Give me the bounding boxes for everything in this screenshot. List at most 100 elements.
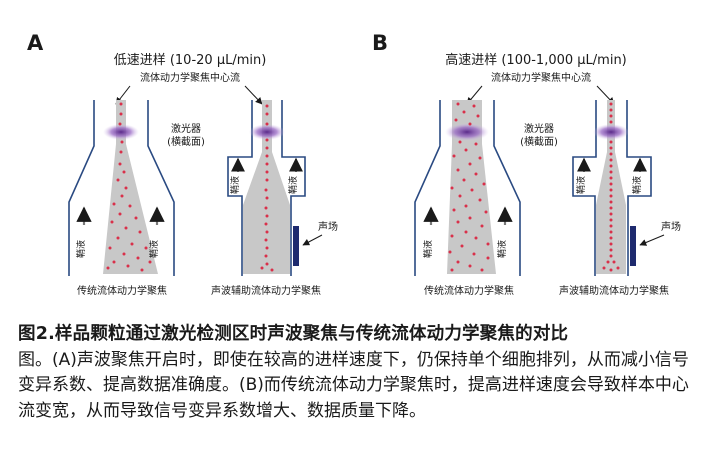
particle	[136, 256, 140, 260]
particle	[458, 194, 462, 198]
particle	[456, 102, 460, 106]
particle	[122, 170, 126, 174]
panel-b-acoustic-laser-spot	[593, 124, 629, 140]
particle	[122, 252, 126, 256]
particle	[118, 162, 122, 166]
particle	[265, 170, 269, 174]
panel-b-transducer	[630, 226, 636, 266]
panel-a-traditional-stream	[103, 100, 158, 274]
panel-a-traditional-laser-spot	[103, 124, 139, 140]
particle	[609, 254, 613, 258]
panel-a: A 低速进样 (10-20 μL/min) 流体动力学聚焦中心流 激光器 (横截…	[27, 31, 338, 297]
particle	[108, 246, 112, 250]
particle	[486, 242, 490, 246]
particle	[609, 230, 613, 234]
panel-b-traditional-stream	[447, 100, 496, 274]
particle	[124, 226, 128, 230]
panel-b-laser-label: 激光器	[524, 122, 554, 135]
particle	[609, 242, 613, 246]
particle	[464, 230, 468, 234]
panel-b-letter: B	[372, 31, 388, 55]
panel-b-acoustic-stream	[596, 100, 626, 274]
panel-a-core-arrow-right	[244, 85, 263, 105]
particle	[468, 264, 472, 268]
panel-b-core-flow-label: 流体动力学聚焦中心流	[491, 71, 591, 84]
particle	[609, 218, 613, 222]
particle	[484, 210, 488, 214]
particle	[119, 102, 123, 106]
particle	[116, 178, 120, 182]
particle	[264, 238, 268, 242]
particle	[265, 230, 269, 234]
panel-a-acoustic-stream	[243, 100, 290, 274]
panel-b-acoustic-wall-right	[626, 100, 652, 276]
panel-a-acoustic-nozzle: 鞘液 鞘液 声场 声波辅助流体动力学聚焦	[211, 100, 338, 297]
particle	[472, 104, 476, 108]
caption-body: 图。(A)声波聚焦开启时，即使在较高的进样速度下，仍保持单个细胞排列，从而减小信…	[18, 349, 689, 421]
panel-b-sound-field-label: 声场	[661, 220, 681, 233]
panel-a-letter: A	[27, 31, 44, 55]
particle	[468, 122, 472, 126]
particle	[609, 212, 613, 216]
particle	[616, 266, 620, 270]
panel-b-traditional-wall-right	[493, 100, 521, 276]
panel-b-traditional-sheath-right: 鞘液	[496, 240, 508, 258]
particle	[265, 196, 269, 200]
particle	[106, 266, 110, 270]
particle	[265, 146, 269, 150]
particle	[265, 162, 269, 166]
particle	[609, 182, 613, 186]
particle	[458, 140, 462, 144]
particle	[609, 200, 613, 204]
caption-title: 图2.样品颗粒通过激光检测区时声波聚焦与传统流体动力学聚焦的对比	[18, 324, 569, 344]
particle	[456, 168, 460, 172]
particle	[609, 176, 613, 180]
particle	[609, 194, 613, 198]
panel-a-traditional-wall-right	[147, 100, 175, 276]
panel-b-traditional-caption: 传统流体动力学聚焦	[424, 284, 514, 297]
particle	[468, 216, 472, 220]
particle	[138, 230, 142, 234]
particle	[265, 262, 269, 266]
particle	[128, 204, 132, 208]
panel-a-laser-label: 激光器	[171, 122, 201, 135]
panel-a-core-flow-label: 流体动力学聚焦中心流	[140, 71, 240, 84]
particle	[264, 206, 268, 210]
particle	[609, 108, 613, 112]
particle	[474, 236, 478, 240]
particle	[609, 120, 613, 124]
panel-b-laser-sublabel: (横截面)	[520, 135, 558, 148]
panel-a-acoustic-wall-right	[281, 100, 306, 276]
particle	[609, 114, 613, 118]
panel-a-sound-field-label: 声场	[318, 220, 338, 233]
particle	[450, 268, 454, 272]
panel-b-traditional-laser-spot	[445, 123, 489, 141]
particle	[134, 216, 138, 220]
particle	[112, 202, 116, 206]
panel-a-acoustic-sheath-left: 鞘液	[229, 176, 241, 194]
panel-b-acoustic-sheath-left: 鞘液	[575, 176, 587, 194]
particle	[144, 246, 148, 250]
particle	[468, 162, 472, 166]
figure-canvas: A 低速进样 (10-20 μL/min) 流体动力学聚焦中心流 激光器 (横截…	[27, 31, 681, 297]
particle	[454, 118, 458, 122]
particle	[265, 178, 269, 182]
panel-b-acoustic-nozzle: 鞘液 鞘液 声场 声波辅助流体动力学聚焦	[559, 100, 681, 297]
particle	[112, 260, 116, 264]
panel-a-speed-label: 低速进样 (10-20 μL/min)	[114, 53, 267, 68]
panel-a-traditional-caption: 传统流体动力学聚焦	[77, 284, 167, 297]
particle	[609, 152, 613, 156]
particle	[130, 242, 134, 246]
panel-a-traditional-sheath-left: 鞘液	[75, 240, 87, 258]
panel-a-sound-field-arrow	[302, 234, 323, 246]
particle	[265, 154, 269, 158]
particle	[480, 224, 484, 228]
panel-b-acoustic-sheath-right: 鞘液	[631, 176, 643, 194]
particle	[264, 254, 268, 258]
particle	[609, 158, 613, 162]
particle	[612, 260, 616, 264]
panel-a-acoustic-particles	[260, 104, 274, 272]
panel-b-traditional-nozzle: 鞘液 鞘液 传统流体动力学聚焦	[414, 100, 521, 297]
panel-b-traditional-sheath-left: 鞘液	[422, 240, 434, 258]
particle	[462, 110, 466, 114]
